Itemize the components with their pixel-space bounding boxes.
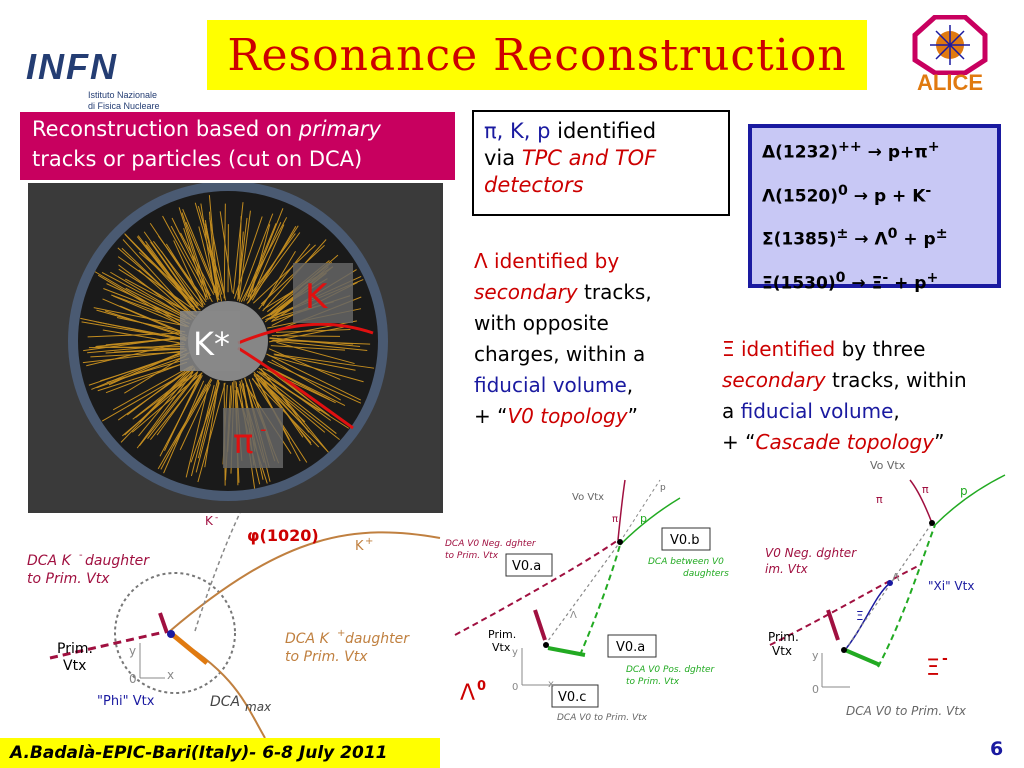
svg-text:0: 0 bbox=[812, 683, 819, 696]
v0b-label: V0.b bbox=[670, 533, 700, 548]
alice-logo: ALICE bbox=[905, 15, 995, 95]
reaction-delta: Δ(1232)++ → p+π+ bbox=[762, 136, 987, 164]
svg-text:Vo Vtx: Vo Vtx bbox=[572, 492, 604, 503]
phi-topology-diagram: K - φ(1020) K + DCA K - daughter to Prim… bbox=[25, 513, 445, 738]
event-display-image: K* K π - bbox=[28, 183, 443, 513]
svg-text:-: - bbox=[215, 513, 218, 523]
reaction-lambda: Λ(1520)0 → p + K- bbox=[762, 180, 987, 208]
infn-subtitle: Istituto Nazionale di Fisica Nucleare bbox=[88, 90, 160, 112]
svg-text:Λ: Λ bbox=[570, 610, 577, 621]
v0-topology-diagram: Vo Vtx p π p V0.b V0.a V0.a V0.c DCA V0 … bbox=[440, 470, 735, 730]
svg-text:V0 Neg. dghter: V0 Neg. dghter bbox=[765, 546, 857, 560]
cascade-topology-diagram: Vo Vtx π π p V0 Neg. dghter im. Vtx "Xi"… bbox=[760, 455, 1024, 725]
infn-logo: INFN Istituto Nazionale di Fisica Nuclea… bbox=[18, 30, 183, 110]
svg-text:Prim.: Prim. bbox=[57, 641, 93, 657]
svg-text:im. Vtx: im. Vtx bbox=[765, 562, 809, 576]
pi-label-sup: - bbox=[260, 419, 267, 440]
svg-text:Vtx: Vtx bbox=[63, 658, 86, 674]
svg-text:π: π bbox=[876, 493, 883, 506]
svg-text:+: + bbox=[365, 536, 373, 547]
svg-text:DCA K: DCA K bbox=[27, 553, 73, 569]
svg-text:p: p bbox=[960, 484, 968, 498]
v0a-top-label: V0.a bbox=[512, 559, 541, 574]
reconstruction-note: Reconstruction based on primary tracks o… bbox=[20, 112, 455, 180]
reco-text-a: Reconstruction based on bbox=[32, 117, 299, 141]
k-label: K bbox=[305, 277, 329, 317]
svg-text:0: 0 bbox=[129, 672, 137, 686]
svg-text:π: π bbox=[612, 514, 618, 525]
svg-text:daughter: daughter bbox=[345, 631, 410, 647]
event-display-svg: K* K π - bbox=[28, 183, 443, 513]
svg-text:y: y bbox=[129, 644, 136, 658]
svg-text:Vo Vtx: Vo Vtx bbox=[870, 459, 906, 472]
phi-label: φ(1020) bbox=[247, 526, 319, 545]
svg-text:DCA V0 to Prim. Vtx: DCA V0 to Prim. Vtx bbox=[846, 704, 967, 718]
reco-text-primary: primary bbox=[299, 117, 381, 141]
svg-text:DCA V0 Pos. dghter: DCA V0 Pos. dghter bbox=[626, 665, 716, 675]
kstar-label: K* bbox=[193, 325, 230, 363]
xi-minus-label: Ξ bbox=[926, 656, 940, 681]
svg-text:to Prim. Vtx: to Prim. Vtx bbox=[626, 677, 680, 687]
svg-text:-: - bbox=[942, 651, 948, 667]
xi-description: Ξ identified by three secondary tracks, … bbox=[722, 334, 1022, 458]
svg-text:Prim.: Prim. bbox=[768, 630, 799, 644]
svg-text:0: 0 bbox=[512, 682, 518, 693]
slide-title-text: Resonance Reconstruction bbox=[227, 30, 846, 81]
footer: A.Badalà-EPIC-Bari(Italy)- 6-8 July 2011 bbox=[0, 738, 440, 768]
svg-text:x: x bbox=[548, 679, 554, 690]
identified-via: via bbox=[484, 146, 522, 170]
svg-text:p: p bbox=[660, 483, 666, 493]
svg-text:y: y bbox=[812, 649, 819, 662]
page-number: 6 bbox=[990, 738, 1003, 760]
svg-text:-: - bbox=[79, 550, 83, 561]
svg-text:π: π bbox=[922, 483, 929, 496]
svg-text:Vtx: Vtx bbox=[772, 644, 792, 658]
svg-text:to Prim. Vtx: to Prim. Vtx bbox=[445, 551, 499, 561]
identified-particles: π, K, p bbox=[484, 119, 550, 143]
svg-text:Ξ: Ξ bbox=[856, 609, 864, 623]
svg-text:Vtx: Vtx bbox=[492, 641, 511, 654]
svg-text:DCA between V0: DCA between V0 bbox=[648, 557, 724, 567]
lambda0-label: Λ bbox=[460, 681, 475, 706]
reactions-box: Δ(1232)++ → p+π+ Λ(1520)0 → p + K- Σ(138… bbox=[748, 124, 1001, 288]
identified-box: π, K, p identified via TPC and TOF detec… bbox=[472, 110, 730, 216]
identified-text: identified bbox=[550, 119, 656, 143]
svg-text:Λ: Λ bbox=[892, 571, 900, 584]
svg-text:daughters: daughters bbox=[683, 569, 729, 579]
svg-text:p: p bbox=[640, 512, 647, 525]
svg-text:DCA: DCA bbox=[210, 694, 240, 710]
pi-label: π bbox=[233, 422, 253, 462]
infn-line1: Istituto Nazionale bbox=[88, 90, 160, 101]
slide-title: Resonance Reconstruction bbox=[207, 20, 867, 90]
svg-text:x: x bbox=[167, 668, 174, 682]
svg-text:"Xi" Vtx: "Xi" Vtx bbox=[928, 579, 974, 593]
v0a-bottom-label: V0.a bbox=[616, 640, 645, 655]
svg-text:K: K bbox=[355, 539, 364, 554]
svg-text:max: max bbox=[245, 700, 272, 714]
svg-text:"Phi" Vtx: "Phi" Vtx bbox=[97, 694, 155, 709]
reaction-xi: Ξ(1530)0 → Ξ- + p+ bbox=[762, 267, 987, 295]
svg-text:to Prim. Vtx: to Prim. Vtx bbox=[285, 649, 368, 665]
svg-text:DCA V0 to Prim. Vtx: DCA V0 to Prim. Vtx bbox=[557, 713, 648, 723]
svg-text:K: K bbox=[205, 514, 214, 528]
svg-text:DCA V0 Neg. dghter: DCA V0 Neg. dghter bbox=[445, 539, 537, 549]
svg-text:0: 0 bbox=[477, 679, 486, 694]
svg-text:y: y bbox=[512, 647, 518, 658]
reco-text-b: tracks or particles (cut on DCA) bbox=[32, 147, 362, 171]
infn-line2: di Fisica Nucleare bbox=[88, 101, 160, 112]
alice-logo-icon bbox=[905, 15, 995, 75]
v0c-label: V0.c bbox=[558, 690, 586, 705]
infn-logo-text: INFN bbox=[26, 46, 118, 88]
reaction-sigma: Σ(1385)± → Λ0 + p± bbox=[762, 223, 987, 251]
svg-text:DCA K: DCA K bbox=[285, 631, 331, 647]
svg-text:Prim.: Prim. bbox=[488, 628, 516, 641]
svg-text:to Prim. Vtx: to Prim. Vtx bbox=[27, 571, 110, 587]
lambda-description: Λ identified by secondary tracks, with o… bbox=[474, 246, 704, 432]
svg-text:daughter: daughter bbox=[85, 553, 150, 569]
alice-logo-text: ALICE bbox=[905, 70, 995, 96]
